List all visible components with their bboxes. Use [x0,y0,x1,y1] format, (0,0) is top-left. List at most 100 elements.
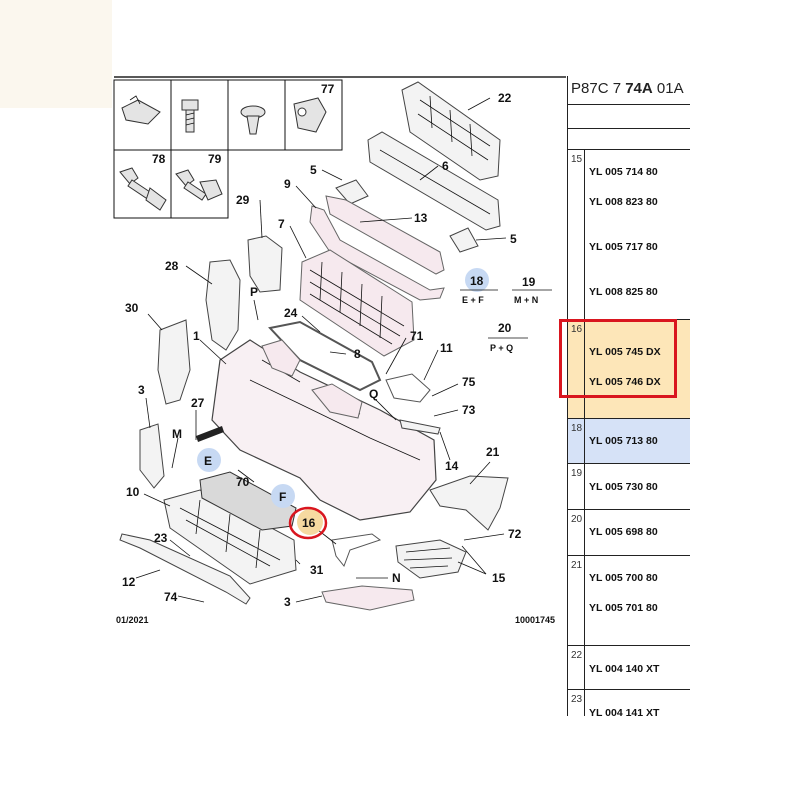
callout-24: 24 [284,306,298,320]
callout-29: 29 [236,193,250,207]
callout-18: 18 [470,274,484,288]
callout-79: 79 [208,152,222,166]
part-lower-grilles [261,339,363,419]
callout-12: 12 [122,575,136,589]
rivet-icon [240,105,266,135]
callout-77: 77 [321,82,335,96]
part-number[interactable]: YL 005 717 80 [589,241,658,253]
callout-27: 27 [191,396,205,410]
part-7-grille [299,249,415,357]
part-number[interactable]: YL 005 745 DX [589,346,661,358]
badge-18 [465,268,489,292]
callout-p: P [250,285,258,299]
callout-75: 75 [462,375,476,389]
callout-1: 1 [193,329,200,343]
highlight-box-row-16 [559,319,677,398]
part-16-trim-strip [331,533,382,567]
sublabel-p-q: P + Q [490,343,513,353]
callout-3-left: 3 [138,383,145,397]
part-number[interactable]: YL 005 746 DX [589,376,661,388]
callout-19: 19 [522,275,536,289]
part-number[interactable]: YL 008 823 80 [589,196,658,208]
parts-row-20[interactable]: 20 YL 005 698 80 [568,509,690,556]
callout-70: 70 [236,475,250,489]
part-number[interactable]: YL 004 141 XT [589,707,660,716]
callout-q: Q [369,387,378,401]
part-70-insert [199,471,297,531]
callout-21: 21 [486,445,500,459]
part-3-corner-trim [139,423,165,489]
part-5-bracket-lower [449,227,479,253]
part-number[interactable]: YL 005 701 80 [589,602,658,614]
row-index-cell: 23 [568,690,585,716]
callout-73: 73 [462,403,476,417]
part-28-side-bracket [205,259,241,351]
parts-row-19[interactable]: 19 YL 005 730 80 [568,463,690,510]
callout-10: 10 [126,485,140,499]
callout-15: 15 [492,571,506,585]
callout-16: 16 [302,516,316,530]
footer-date: 01/2021 [116,615,149,625]
part-27-strip [196,426,224,442]
part-number[interactable]: YL 008 825 80 [589,286,658,298]
screw-icon [181,99,199,133]
row-index: 22 [571,650,583,661]
row-index: 23 [571,694,583,705]
parts-row-21[interactable]: 21 YL 005 700 80 YL 005 701 80 [568,555,690,646]
part-number[interactable]: YL 005 698 80 [589,526,658,538]
parts-row-23[interactable]: 23 YL 004 141 XT [568,689,690,716]
parts-row-22[interactable]: 22 YL 004 140 XT [568,645,690,690]
part-number[interactable]: YL 005 700 80 [589,572,658,584]
parts-row-18[interactable]: 18 YL 005 713 80 [568,418,690,464]
part-14-clip [399,419,441,435]
callout-31: 31 [310,563,324,577]
row-index: 19 [571,468,583,479]
part-21-side-bracket [429,475,509,531]
callout-7: 7 [278,217,285,231]
bolt-78-icon [119,167,167,211]
title-prefix: P87C 7 [571,80,626,97]
header-divider [568,104,690,105]
part-9-upper-trim [309,205,445,301]
clip-icon [121,95,161,125]
callout-22: 22 [498,91,512,105]
row-index-cell: 20 [568,510,585,556]
badge-f [271,484,295,508]
row-index-cell: 19 [568,464,585,510]
sublabel-e-f: E + F [462,295,484,305]
badge-e [197,448,221,472]
part-number[interactable]: YL 005 730 80 [589,481,658,493]
row-index: 16 [571,324,583,335]
part-number[interactable]: YL 004 140 XT [589,663,660,675]
part-number[interactable]: YL 005 714 80 [589,166,658,178]
part-13-upper-grille-support [325,195,445,275]
callout-14: 14 [445,459,459,473]
callout-20: 20 [498,321,512,335]
panel-title: P87C 7 74A 01A [571,80,684,97]
parts-row-16[interactable]: 16 YL 005 745 DX YL 005 746 DX [568,319,690,419]
callout-30: 30 [125,301,139,315]
part-number[interactable]: YL 005 713 80 [589,435,658,447]
row-index: 15 [571,154,583,165]
row-index-cell: 22 [568,646,585,690]
part-30-duct [157,319,191,405]
callout-5-upper: 5 [310,163,317,177]
part-71-fog-trim [385,373,431,403]
row-index-cell: 21 [568,556,585,646]
callout-8: 8 [354,347,361,361]
highlight-circle-16 [288,506,328,540]
callout-23: 23 [154,531,168,545]
badge-16 [297,509,323,535]
fastener-grid [113,79,343,219]
corner-tint [0,0,112,108]
callout-9: 9 [284,177,291,191]
row-index-cell: 15 [568,150,585,320]
callout-28: 28 [165,259,179,273]
parts-row-15[interactable]: 15 YL 005 714 80 YL 008 823 80 YL 005 71… [568,149,690,320]
part-10-lower-grille [163,489,297,585]
callout-5-lower: 5 [510,232,517,246]
title-suffix: 01A [652,80,684,97]
part-3-lower-trim [321,585,415,611]
callout-n: N [392,571,401,585]
